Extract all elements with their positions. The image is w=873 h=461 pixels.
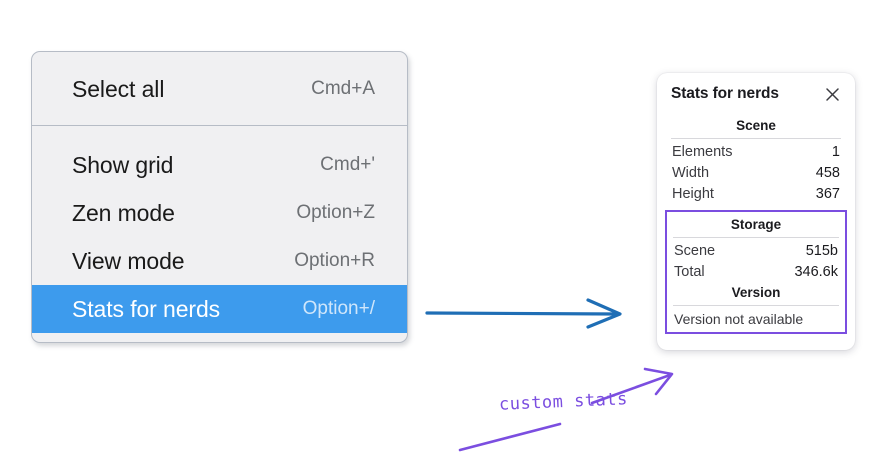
stat-row-scene: Scene 515b	[673, 240, 839, 261]
close-icon[interactable]	[824, 86, 841, 103]
menu-item-stats-for-nerds[interactable]: Stats for nerds Option+/	[32, 285, 407, 333]
stats-panel-header: Stats for nerds	[671, 85, 841, 103]
stats-section-version: Version Version not available	[673, 282, 839, 327]
stat-key: Scene	[674, 242, 716, 259]
section-divider	[673, 305, 839, 306]
menu-group-view: Show grid Cmd+' Zen mode Option+Z View m…	[32, 126, 407, 333]
stats-panel-title: Stats for nerds	[671, 85, 779, 102]
stat-key: Total	[674, 263, 705, 280]
menu-item-zen-mode[interactable]: Zen mode Option+Z	[32, 189, 407, 237]
menu-separator	[32, 125, 407, 126]
menu-item-shortcut: Option+/	[302, 298, 375, 319]
stat-key: Width	[672, 164, 710, 181]
stat-key: Elements	[672, 143, 733, 160]
stat-value: 367	[815, 185, 840, 202]
menu-item-shortcut: Cmd+A	[311, 78, 375, 99]
menu-item-shortcut: Option+Z	[296, 202, 375, 223]
menu-item-label: Select all	[72, 75, 165, 102]
custom-stats-highlight-box: Storage Scene 515b Total 346.6k Version …	[665, 210, 847, 334]
stats-section-scene: Scene Elements 1 Width 458 Height 367	[671, 115, 841, 204]
canvas-context-menu[interactable]: Select all Cmd+A Show grid Cmd+' Zen mod…	[31, 51, 408, 343]
stats-section-storage: Storage Scene 515b Total 346.6k	[673, 214, 839, 282]
menu-item-view-mode[interactable]: View mode Option+R	[32, 237, 407, 285]
version-not-available-text: Version not available	[674, 311, 804, 327]
stat-value: 458	[815, 164, 840, 181]
menu-group-selection: Select all Cmd+A	[32, 54, 407, 125]
menu-item-shortcut: Cmd+'	[320, 154, 375, 175]
stat-row-total: Total 346.6k	[673, 261, 839, 282]
section-divider	[671, 138, 841, 139]
menu-item-select-all[interactable]: Select all Cmd+A	[32, 65, 407, 113]
stat-row-elements: Elements 1	[671, 141, 841, 162]
stat-key: Height	[672, 185, 714, 202]
stat-value: 346.6k	[794, 263, 838, 280]
stats-for-nerds-panel: Stats for nerds Scene Elements 1 Width 4…	[657, 73, 855, 350]
purple-underline-annotation	[458, 422, 562, 452]
section-heading: Version	[731, 285, 781, 300]
stat-value: 515b	[805, 242, 838, 259]
stat-row-height: Height 367	[671, 183, 841, 204]
custom-stats-annotation-label: custom stats	[498, 389, 629, 415]
menu-item-label: View mode	[72, 247, 185, 274]
stat-value: 1	[831, 143, 840, 160]
section-heading: Storage	[730, 217, 782, 232]
stat-row-width: Width 458	[671, 162, 841, 183]
section-divider	[673, 237, 839, 238]
section-heading: Scene	[736, 118, 776, 133]
menu-item-show-grid[interactable]: Show grid Cmd+'	[32, 141, 407, 189]
menu-item-label: Zen mode	[72, 199, 175, 226]
menu-item-shortcut: Option+R	[294, 250, 375, 271]
menu-item-label: Stats for nerds	[72, 295, 221, 322]
blue-arrow-annotation	[425, 298, 622, 329]
menu-item-label: Show grid	[72, 151, 174, 178]
